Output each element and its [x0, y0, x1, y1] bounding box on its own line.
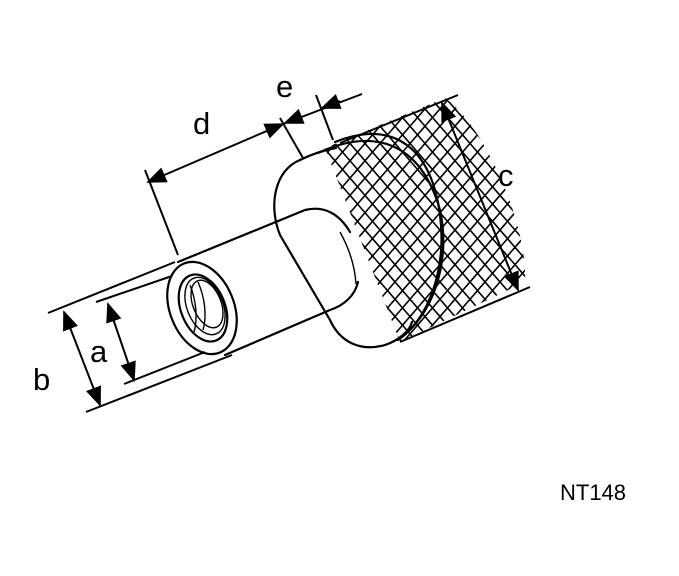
- bore-thread-3: [190, 279, 224, 329]
- knurl-outer-edge: [333, 132, 443, 342]
- shaft-bottom-edge: [223, 280, 360, 357]
- bore-thread-1: [177, 273, 229, 343]
- figure-code: NT148: [560, 480, 626, 505]
- flange: [273, 98, 526, 349]
- shaft: [176, 207, 360, 357]
- label-d: d: [193, 106, 210, 141]
- label-a: a: [90, 334, 108, 369]
- knurl-band: [316, 98, 526, 342]
- shaft-end: [166, 260, 238, 356]
- bore-thread-2: [184, 276, 226, 336]
- flange-face: [273, 158, 387, 349]
- label-c: c: [498, 158, 514, 193]
- label-b: b: [33, 362, 50, 397]
- dimension-lines: [63, 93, 519, 407]
- shaft-top-edge: [176, 207, 352, 264]
- dim-c-line: [441, 101, 519, 292]
- shaft-end-outer: [166, 260, 238, 356]
- label-e: e: [276, 69, 293, 104]
- dim-b-line: [63, 310, 101, 407]
- dim-a-line: [106, 302, 136, 382]
- dim-d-line: [146, 123, 285, 183]
- extension-lines: [47, 94, 531, 413]
